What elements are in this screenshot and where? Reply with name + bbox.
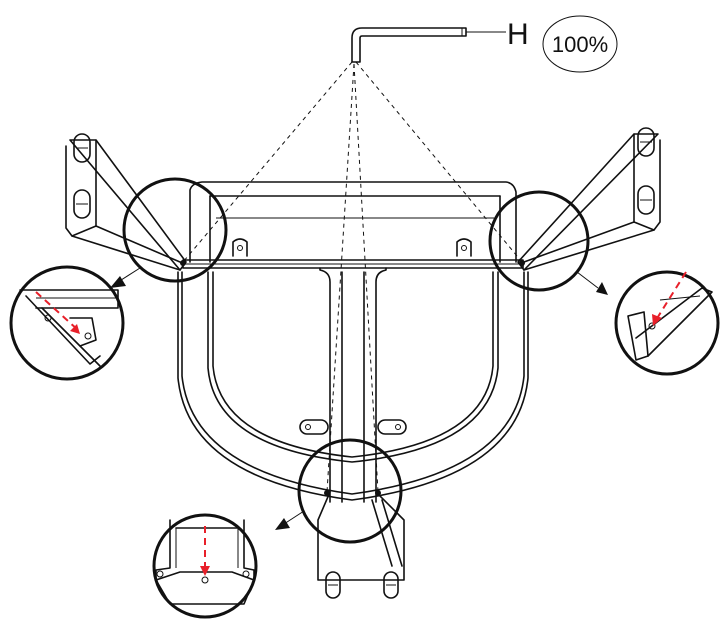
right-screw-detail bbox=[614, 270, 720, 376]
screw-bottom-left bbox=[324, 490, 330, 496]
guide-lines bbox=[182, 61, 523, 493]
chair-seat bbox=[177, 181, 529, 503]
bottom-screw-detail bbox=[152, 513, 258, 619]
hex-key-icon bbox=[351, 27, 506, 63]
screw-left bbox=[180, 260, 186, 266]
detail-arrows bbox=[110, 267, 608, 530]
magnify-circle-bottom bbox=[297, 438, 403, 544]
screw-bottom-right bbox=[375, 490, 381, 496]
right-armrest bbox=[517, 127, 661, 271]
screw-right bbox=[519, 260, 525, 266]
left-armrest bbox=[65, 133, 187, 271]
front-leg bbox=[317, 491, 405, 599]
left-screw-detail bbox=[9, 265, 125, 381]
magnify-circle-left bbox=[122, 177, 228, 283]
tool-label: H bbox=[507, 18, 529, 51]
quantity-text: 100% bbox=[552, 32, 608, 57]
quantity-badge: 100% bbox=[542, 15, 618, 73]
magnify-circle-right bbox=[488, 190, 590, 292]
